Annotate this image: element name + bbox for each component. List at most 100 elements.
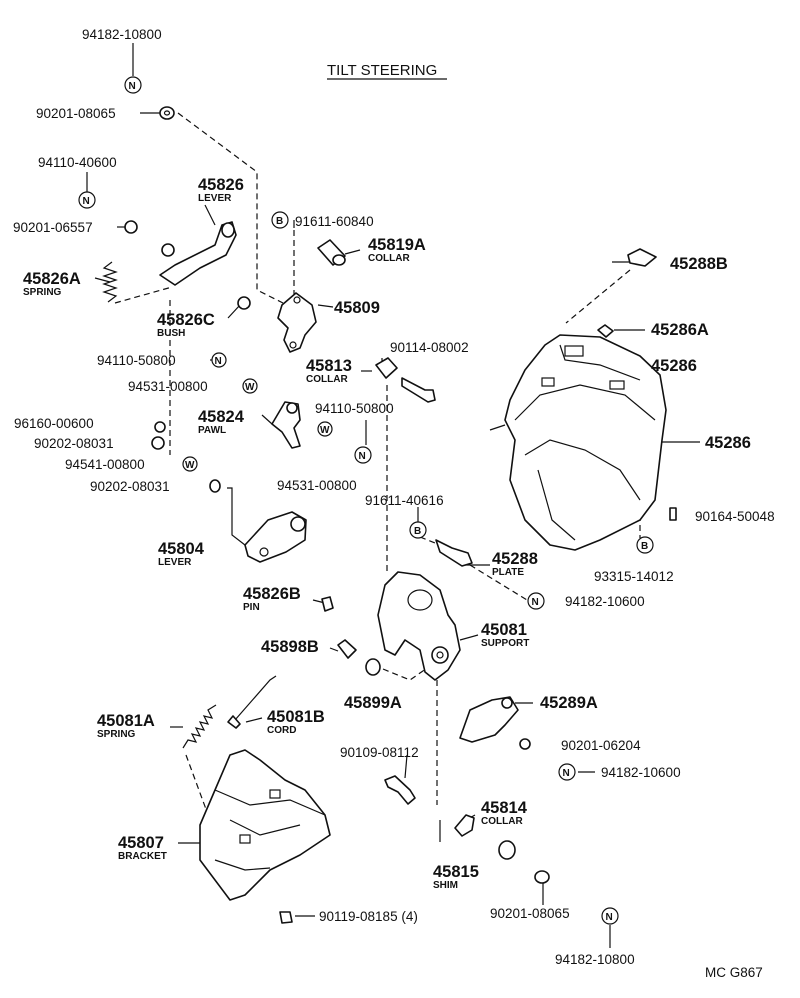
label-45288-sub: PLATE [492, 567, 524, 578]
label-94110-50800-left: 94110-50800 [97, 353, 176, 368]
label-45288B: 45288B [670, 255, 728, 273]
label-45081A: 45081A [97, 712, 155, 730]
label-45081-sub: SUPPORT [481, 638, 529, 649]
label-94182-10600-b: 94182-10600 [601, 765, 681, 780]
label-90201-06204: 90201-06204 [561, 738, 641, 753]
w-symbol-94541-00800: W [182, 456, 198, 472]
label-45081B: 45081B [267, 708, 325, 726]
footer-code: MC G867 [705, 965, 763, 980]
b-symbol-91611-60840: B [271, 211, 289, 229]
n-symbol-94110-50800-mid: N [354, 446, 372, 464]
label-45288: 45288 [492, 550, 538, 568]
label-45815: 45815 [433, 863, 479, 881]
label-90202-08031-a: 90202-08031 [34, 436, 114, 451]
bush-45826C [237, 296, 251, 310]
label-94541-00800: 94541-00800 [65, 457, 145, 472]
w-symbol-94531-00800-left: W [242, 378, 258, 394]
label-94110-50800-mid: 94110-50800 [315, 401, 394, 416]
part-96160-00600 [154, 421, 166, 433]
svg-text:B: B [641, 541, 648, 552]
label-90109-08112: 90109-08112 [340, 745, 419, 760]
svg-text:N: N [215, 356, 222, 367]
spring-45081A [182, 704, 217, 749]
part-labels: 94182-10800 90201-08065 94110-40600 9020… [13, 27, 775, 980]
label-90114-08002: 90114-08002 [390, 340, 469, 355]
svg-text:B: B [276, 216, 283, 227]
label-45081B-sub: CORD [267, 725, 296, 736]
bolt-90114-08002 [401, 377, 436, 403]
washer-90201-06204 [519, 738, 531, 750]
b-symbol-93315-14012: B [636, 536, 654, 554]
bracket-45807 [199, 749, 331, 901]
svg-text:W: W [320, 425, 330, 436]
w-symbol-94531-00800-mid: W [317, 421, 333, 437]
label-94531-00800-mid: 94531-00800 [277, 478, 357, 493]
b-symbol-91611-40616: B [409, 521, 427, 539]
svg-text:W: W [185, 460, 195, 471]
label-94182-10800-top: 94182-10800 [82, 27, 162, 42]
collar-45899A [365, 658, 381, 676]
label-90201-06557: 90201-06557 [13, 220, 93, 235]
svg-text:N: N [563, 768, 570, 779]
support-45081 [377, 571, 461, 681]
label-45286-a: 45286 [651, 357, 697, 375]
label-45809: 45809 [334, 299, 380, 317]
label-45824: 45824 [198, 408, 245, 426]
label-45826C: 45826C [157, 311, 215, 329]
label-45819A: 45819A [368, 236, 426, 254]
n-symbol-94182-10800-bottom: N [601, 907, 619, 925]
label-94110-40600: 94110-40600 [38, 155, 117, 170]
parts-artwork [102, 106, 677, 924]
label-96160-00600: 96160-00600 [14, 416, 94, 431]
bracket-45289A [459, 696, 519, 743]
label-45815-sub: SHIM [433, 880, 458, 891]
pin-45826B [321, 596, 334, 612]
label-45826C-sub: BUSH [157, 328, 185, 339]
part-45286A [597, 324, 614, 338]
screw-90119-08185 [279, 911, 293, 924]
label-94182-10800-bottom: 94182-10800 [555, 952, 635, 967]
washer-90202-08031-b [209, 479, 221, 493]
n-symbol-94110-40600: N [78, 191, 96, 209]
label-45813-sub: COLLAR [306, 374, 348, 385]
collar-45813 [375, 357, 398, 379]
svg-text:N: N [606, 912, 613, 923]
label-45807-sub: BRACKET [118, 851, 167, 862]
svg-text:N: N [129, 81, 136, 92]
plate-45288 [435, 539, 473, 567]
shim-45815 [454, 814, 475, 837]
cap-45288B [627, 248, 657, 267]
bolt-45898B [337, 639, 357, 659]
lever-45809 [277, 292, 317, 353]
label-45819A-sub: COLLAR [368, 253, 410, 264]
bolt-90109-08112 [384, 775, 416, 805]
label-45807: 45807 [118, 834, 164, 852]
label-45826A-sub: SPRING [23, 287, 62, 298]
svg-text:N: N [359, 451, 366, 462]
cord-45081B [234, 675, 277, 721]
washer-90201-06557 [124, 220, 138, 234]
washer-90201-08065-top [159, 106, 175, 120]
label-45814: 45814 [481, 799, 528, 817]
label-45804: 45804 [158, 540, 205, 558]
label-45898B: 45898B [261, 638, 319, 656]
label-45081A-sub: SPRING [97, 729, 136, 740]
label-94182-10600-a: 94182-10600 [565, 594, 645, 609]
label-45804-sub: LEVER [158, 557, 192, 568]
n-symbol-top: N [124, 76, 142, 94]
n-symbol-94110-50800-left: N [211, 352, 227, 368]
label-45081: 45081 [481, 621, 527, 639]
svg-text:B: B [414, 526, 421, 537]
label-45813: 45813 [306, 357, 352, 375]
svg-text:N: N [83, 196, 90, 207]
washer-90201-08065-bottom [534, 870, 550, 884]
label-94531-00800-left: 94531-00800 [128, 379, 208, 394]
label-45286-b: 45286 [705, 434, 751, 452]
label-45826: 45826 [198, 176, 244, 194]
label-45814-sub: COLLAR [481, 816, 523, 827]
label-45826-sub: LEVER [198, 193, 232, 204]
label-90164-50048: 90164-50048 [695, 509, 775, 524]
label-91611-40616: 91611-40616 [365, 493, 444, 508]
label-45826B: 45826B [243, 585, 301, 603]
